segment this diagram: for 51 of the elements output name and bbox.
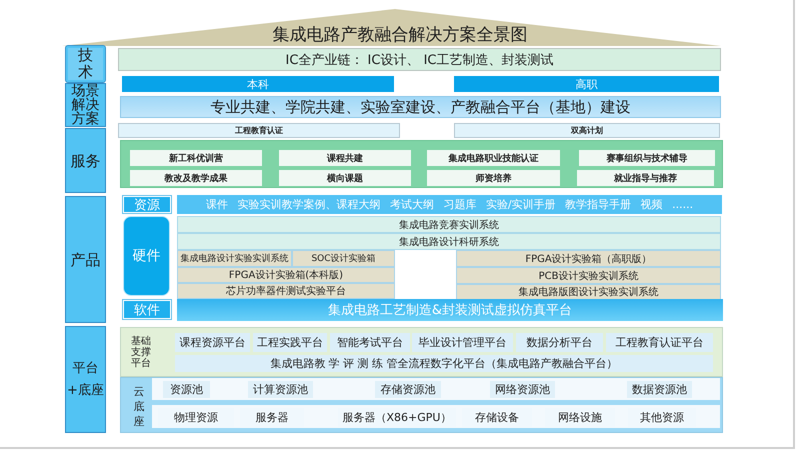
- platform-box: 智能考试平台: [330, 333, 410, 352]
- product-box: FPGA设计实验箱(本科版): [177, 267, 395, 283]
- title: 集成电路产教融合解决方案全景图: [272, 25, 528, 46]
- banner-bar: 专业共建、学院共建、实验室建设、产教融合平台（基地）建设: [120, 96, 721, 118]
- panel-label: 云底座: [132, 384, 146, 429]
- section-box: 平台+底座: [65, 326, 106, 433]
- platform-panel: [120, 327, 723, 377]
- platform-box: 集成电路教 学 评 测 练 管全流程数字化平台（集成电路产教融合平台）: [175, 355, 713, 372]
- section-box: 服务: [65, 128, 106, 193]
- service-box: 课程共建: [279, 150, 411, 166]
- section-box: 技术: [65, 45, 106, 83]
- service-box: 师资培养: [427, 170, 560, 186]
- product-box: SOC设计实验箱: [292, 250, 395, 267]
- header-bar: 高职: [454, 76, 719, 92]
- product-box: 集成电路版图设计实验实训系统: [456, 284, 721, 300]
- service-box: 就业指导与推荐: [577, 170, 714, 186]
- product-box: 集成电路竞赛实训系统: [177, 216, 721, 233]
- pool-box: 资源池: [163, 381, 210, 398]
- platform-box: 工程教育认证平台: [606, 333, 713, 352]
- header-bar: 本科: [122, 76, 394, 92]
- category-tab: 软件: [122, 299, 172, 320]
- pool-box: 网络资源池: [490, 381, 555, 398]
- service-box: 集成电路职业技能认证: [427, 150, 560, 166]
- platform-box: 课程资源平台: [175, 333, 250, 352]
- banner-bar: IC全产业链： IC设计、 IC工艺制造、封装测试: [118, 48, 721, 71]
- cloud-panel: [120, 377, 723, 433]
- category-tab: 硬件: [123, 216, 170, 296]
- platform-box: 工程实践平台: [253, 333, 327, 352]
- platform-box: 毕业设计管理平台: [412, 333, 513, 352]
- panel-label: 基础支撑平台: [130, 336, 152, 369]
- service-box: 横向课题: [279, 170, 411, 186]
- product-box: 集成电路设计实验实训系统: [177, 250, 292, 267]
- service-box: 教改及教学成果: [130, 170, 262, 186]
- label-bar: 双高计划: [454, 123, 720, 138]
- product-box: 集成电路设计科研系统: [177, 233, 721, 250]
- pool-box: 数据资源池: [627, 381, 692, 398]
- resource-bar: 课件 实验实训教学案例、课程大纲 考试大纲 习题库 实验/实训手册 教学指导手册 视频 ......: [177, 195, 722, 214]
- section-box: 产品: [65, 196, 106, 323]
- service-panel: [120, 140, 723, 188]
- section-box: 场景解决方案: [65, 83, 106, 127]
- product-box: PCB设计实验实训系统: [456, 267, 721, 284]
- label-bar: 工程教育认证: [118, 123, 400, 138]
- platform-bar: 集成电路工艺制造&封装测试虚拟仿真平台: [177, 299, 723, 321]
- service-box: 赛事组织与技术辅导: [579, 150, 715, 166]
- platform-box: 数据分析平台: [516, 333, 603, 352]
- category-tab: 资源: [122, 195, 172, 214]
- pool-box: 计算资源池: [248, 381, 313, 398]
- pool-box: 存储资源池: [375, 381, 441, 398]
- product-box: FPGA设计实验箱（高职版）: [456, 250, 721, 267]
- product-box: 芯片功率器件测试实验平台: [177, 283, 395, 299]
- service-box: 新工科优训营: [130, 150, 262, 166]
